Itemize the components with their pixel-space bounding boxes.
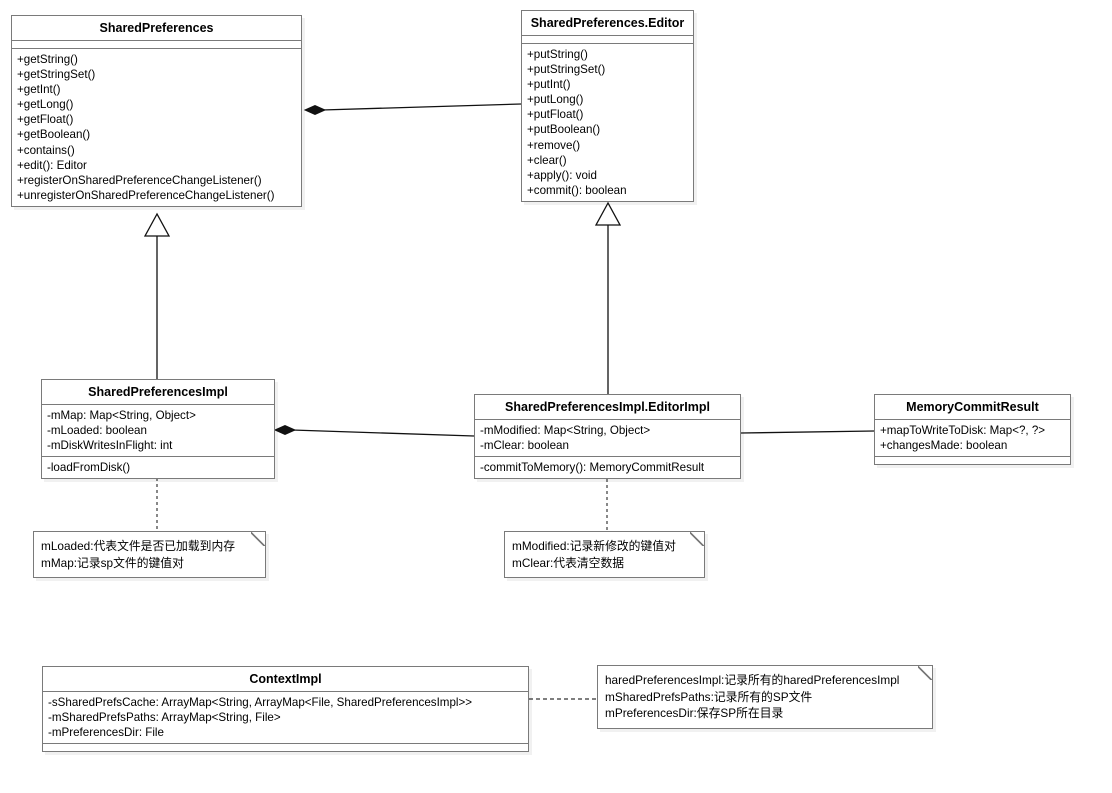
note-editorimpl[interactable]: mModified:记录新修改的键值对 mClear:代表清空数据	[504, 531, 705, 578]
class-title-sharedpreferences-editor: SharedPreferences.Editor	[522, 11, 693, 36]
class-operation: +getLong()	[17, 98, 74, 112]
class-operation: +getBoolean()	[17, 128, 91, 142]
class-attributes-memorycommitresult: +mapToWriteToDisk: Map<?, ?> +changesMad…	[875, 420, 1070, 458]
class-attributes-sharedpreferencesimpl: -mMap: Map<String, Object> -mLoaded: boo…	[42, 405, 274, 458]
class-box-editorimpl[interactable]: SharedPreferencesImpl.EditorImpl -mModif…	[474, 394, 741, 480]
note-sharedpreferencesimpl[interactable]: mLoaded:代表文件是否已加载到内存 mMap:记录sp文件的键值对	[33, 531, 266, 578]
class-operation: +getString()	[17, 53, 78, 66]
class-operation: +getFloat()	[17, 113, 74, 127]
class-operation: +putInt()	[527, 78, 571, 92]
class-attributes-contextimpl: -sSharedPrefsCache: ArrayMap<String, Arr…	[43, 692, 528, 745]
edge-composition-sharedpreferences-editor	[303, 103, 522, 116]
class-operation: +clear()	[527, 153, 567, 167]
class-title-sharedpreferences: SharedPreferences	[12, 16, 301, 41]
class-title-editorimpl: SharedPreferencesImpl.EditorImpl	[475, 395, 740, 420]
note-line: mModified:记录新修改的键值对	[512, 539, 676, 553]
class-attributes-editorimpl: -mModified: Map<String, Object> -mClear:…	[475, 420, 740, 458]
class-operation: +edit(): Editor	[17, 158, 87, 172]
note-fold-corner-icon	[690, 531, 705, 546]
class-operation: +registerOnSharedPreferenceChangeListene…	[17, 173, 262, 187]
class-operation: +commit(): boolean	[527, 183, 627, 197]
class-attribute: -mModified: Map<String, Object>	[480, 424, 651, 437]
class-operation: +putFloat()	[527, 108, 584, 122]
note-line: mClear:代表清空数据	[512, 555, 625, 570]
note-line: mPreferencesDir:保存SP所在目录	[605, 706, 784, 720]
class-operations-sharedpreferences-editor: +putString() +putStringSet() +putInt() +…	[522, 44, 693, 201]
note-line: mMap:记录sp文件的键值对	[41, 555, 184, 570]
class-operations-sharedpreferences: +getString() +getStringSet() +getInt() +…	[12, 49, 301, 206]
class-operations-sharedpreferencesimpl: -loadFromDisk()	[42, 457, 274, 478]
class-attribute: +mapToWriteToDisk: Map<?, ?>	[880, 424, 1046, 437]
class-operation: +putLong()	[527, 93, 584, 107]
class-attribute: -mLoaded: boolean	[47, 424, 147, 438]
class-operation: +getInt()	[17, 83, 61, 97]
class-operation: +putString()	[527, 48, 588, 61]
class-box-contextimpl[interactable]: ContextImpl -sSharedPrefsCache: ArrayMap…	[42, 666, 529, 753]
note-line: haredPreferencesImpl:记录所有的haredPreferenc…	[605, 673, 900, 687]
class-attributes-sharedpreferences	[12, 41, 301, 49]
edge-composition-spimpl-editorimpl	[273, 424, 475, 437]
class-operation: +apply(): void	[527, 168, 597, 182]
note-fold-corner-icon	[918, 665, 933, 680]
class-title-contextimpl: ContextImpl	[43, 667, 528, 692]
class-attribute: -mPreferencesDir: File	[48, 726, 164, 740]
class-title-sharedpreferencesimpl: SharedPreferencesImpl	[42, 380, 274, 405]
class-attribute: +changesMade: boolean	[880, 439, 1008, 453]
note-contextimpl[interactable]: haredPreferencesImpl:记录所有的haredPreferenc…	[597, 665, 933, 729]
class-attribute: -sSharedPrefsCache: ArrayMap<String, Arr…	[48, 696, 473, 709]
class-operation: +remove()	[527, 138, 581, 152]
note-fold-corner-icon	[251, 531, 266, 546]
class-attribute: -mMap: Map<String, Object>	[47, 409, 196, 422]
note-line: mSharedPrefsPaths:记录所有的SP文件	[605, 689, 813, 704]
class-operation: +unregisterOnSharedPreferenceChangeListe…	[17, 188, 275, 202]
class-operations-editorimpl: -commitToMemory(): MemoryCommitResult	[475, 457, 740, 478]
class-operation: +getStringSet()	[17, 68, 96, 82]
class-operation: +contains()	[17, 143, 75, 157]
class-attribute: -mDiskWritesInFlight: int	[47, 439, 173, 453]
class-operation: +putBoolean()	[527, 123, 601, 137]
edge-generalization-spimpl-sharedpreferences	[143, 212, 171, 379]
note-line: mLoaded:代表文件是否已加载到内存	[41, 539, 236, 553]
class-operation: +putStringSet()	[527, 63, 606, 77]
class-box-sharedpreferences-editor[interactable]: SharedPreferences.Editor +putString() +p…	[521, 10, 694, 202]
class-operation: -commitToMemory(): MemoryCommitResult	[480, 461, 705, 475]
class-box-memorycommitresult[interactable]: MemoryCommitResult +mapToWriteToDisk: Ma…	[874, 394, 1071, 466]
class-operation: -loadFromDisk()	[47, 461, 131, 475]
class-attribute: -mClear: boolean	[480, 439, 569, 453]
class-title-memorycommitresult: MemoryCommitResult	[875, 395, 1070, 420]
class-attribute: -mSharedPrefsPaths: ArrayMap<String, Fil…	[48, 711, 281, 725]
class-box-sharedpreferencesimpl[interactable]: SharedPreferencesImpl -mMap: Map<String,…	[41, 379, 275, 480]
class-box-sharedpreferences[interactable]: SharedPreferences +getString() +getStrin…	[11, 15, 302, 207]
edge-generalization-editorimpl-editor	[594, 201, 622, 394]
class-operations-contextimpl	[43, 744, 528, 751]
edge-association-editorimpl-memorycommitresult	[740, 430, 875, 434]
class-attributes-sharedpreferences-editor	[522, 36, 693, 44]
class-operations-memorycommitresult	[875, 457, 1070, 464]
